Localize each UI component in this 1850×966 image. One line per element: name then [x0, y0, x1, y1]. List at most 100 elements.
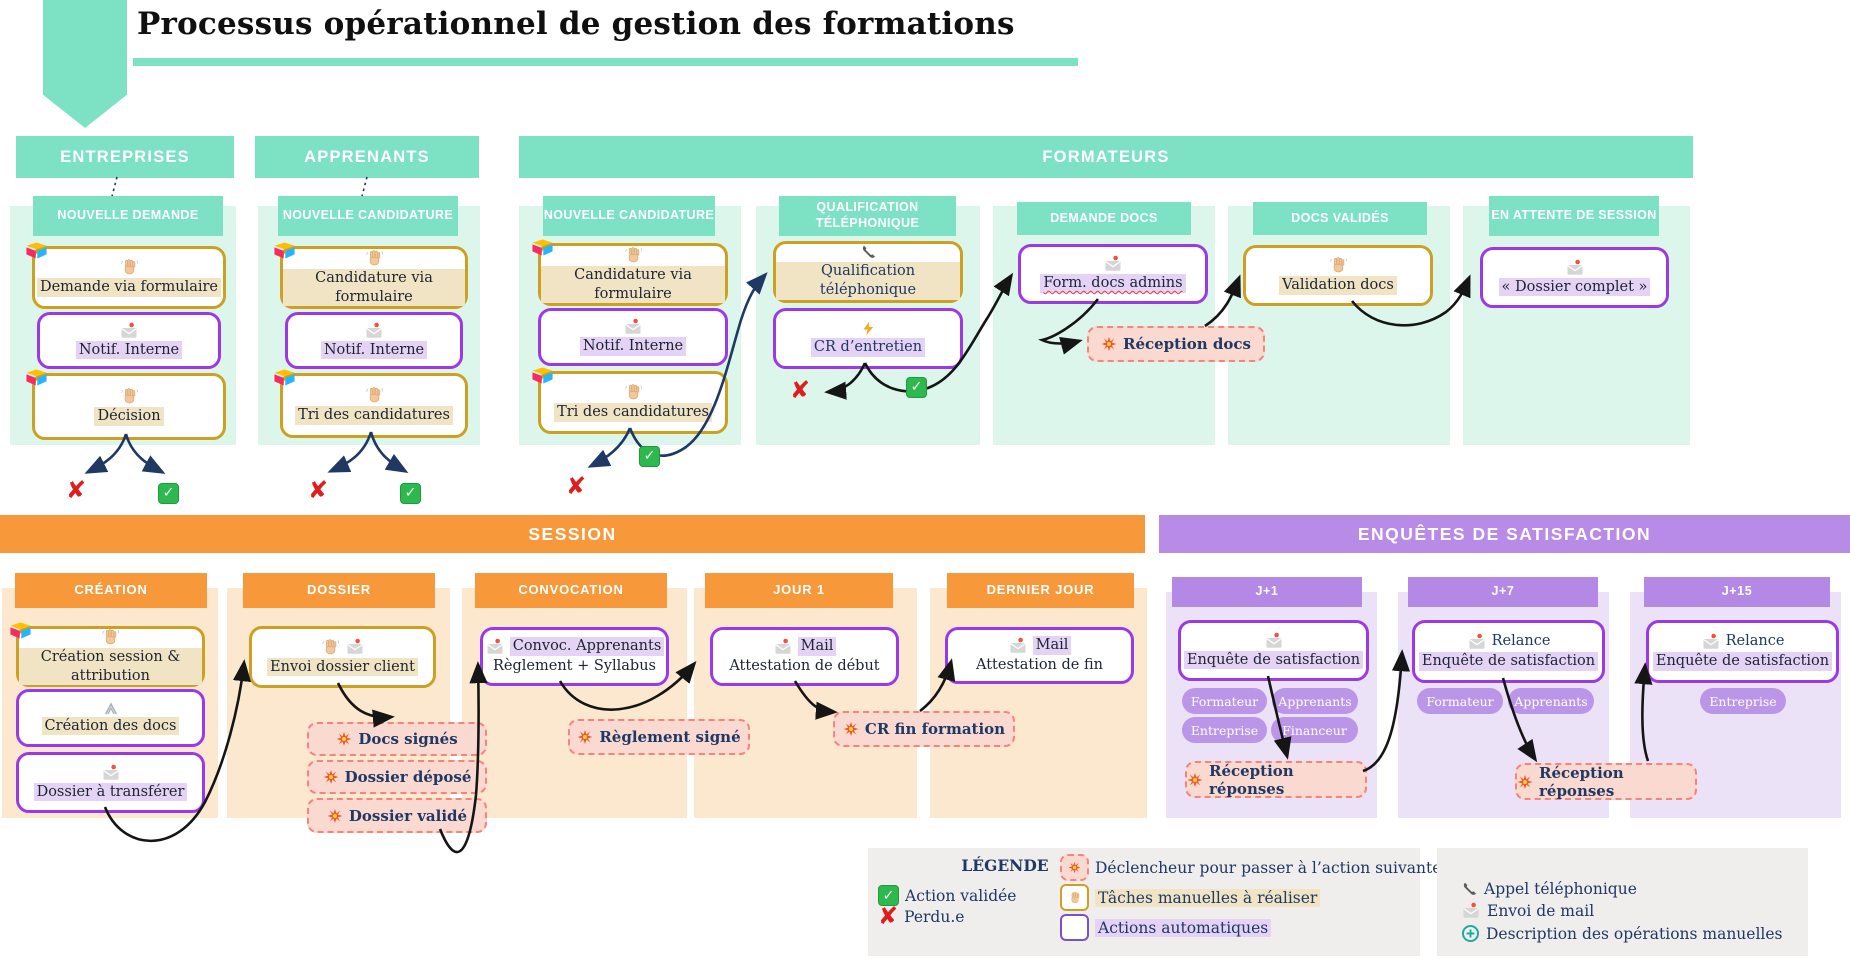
- flow-box-line: Enquête de satisfaction: [1183, 650, 1364, 670]
- mail-icon: [773, 638, 793, 656]
- bolt-icon: [861, 320, 876, 337]
- page-title: Processus opérationnel de gestion des fo…: [137, 6, 1015, 42]
- legend-item-phone: Appel téléphonique: [1461, 880, 1637, 898]
- column-header: DEMANDE DOCS: [1017, 202, 1191, 235]
- plus-circle-icon: [1461, 924, 1480, 943]
- flow-box-line: Relance: [1467, 632, 1550, 651]
- airtable-icon: [6, 621, 35, 644]
- flow-box-label: Enquête de satisfaction: [1418, 652, 1599, 671]
- flow-box-icons: [365, 386, 384, 405]
- flow-box: Tri des candidatures: [532, 367, 728, 434]
- flow-box-line: « Dossier complet »: [1498, 277, 1651, 297]
- flow-box-label: Règlement + Syllabus: [493, 658, 656, 674]
- flow-box-icons: [321, 638, 365, 657]
- title-underline: [133, 58, 1078, 66]
- flow-box: Tri des candidatures: [274, 369, 468, 438]
- column-header: JOUR 1: [705, 573, 893, 608]
- hand-icon: [120, 387, 139, 406]
- flow-box-label: Attestation de début: [729, 658, 880, 674]
- flow-box-label: CR d’entretien: [810, 338, 926, 357]
- legend-auto-label: Actions automatiques: [1095, 918, 1272, 937]
- legend-trigger-label: Déclencheur pour passer à l’action suiva…: [1095, 858, 1442, 877]
- mail-icon: [119, 322, 139, 340]
- pill-financeur: Financeur: [1271, 717, 1358, 743]
- flow-box-icons: [1565, 259, 1585, 277]
- column-panel: [930, 588, 1147, 818]
- flow-box-label: Attestation de fin: [976, 657, 1103, 673]
- flow-box-line: Qualification téléphonique: [776, 262, 960, 300]
- column-panel: [1463, 206, 1690, 445]
- column-header: DERNIER JOUR: [947, 573, 1134, 608]
- cross-icon: ✘: [566, 472, 587, 500]
- airtable-icon: [528, 366, 557, 389]
- column-header: J+1: [1172, 577, 1362, 607]
- pill-entreprise: Entreprise: [1182, 717, 1267, 743]
- flow-box: Création session & attribution: [10, 622, 205, 687]
- flow-box-icons: [101, 628, 120, 647]
- flow-box-icons: [364, 322, 384, 340]
- flow-box-label: Qualification téléphonique: [776, 262, 960, 300]
- airtable-icon: [22, 368, 51, 391]
- flow-box-label: Relance: [1725, 633, 1785, 650]
- trigger-label: Réception réponses: [1539, 763, 1624, 800]
- flow-box-line: Attestation de fin: [976, 656, 1103, 675]
- column-header: J+15: [1644, 577, 1830, 607]
- flow-box-line: Relance: [1701, 632, 1785, 651]
- legend-panel-left: LÉGENDE ✓ Action validée ✘ Perdu.e Décle…: [868, 848, 1441, 956]
- column-header: NOUVELLE CANDIDATURE: [278, 196, 458, 236]
- flow-box-line: Demande via formulaire: [36, 278, 222, 297]
- flow-box-icons: [1329, 256, 1348, 275]
- column-header: CONVOCATION: [475, 573, 667, 608]
- legend-phone-label: Appel téléphonique: [1484, 880, 1637, 898]
- legend-item-plus: Description des opérations manuelles: [1461, 924, 1783, 943]
- flow-box-label: Candidature via formulaire: [541, 265, 725, 304]
- cross-icon: ✘: [878, 902, 899, 930]
- column-header: J+7: [1408, 577, 1598, 607]
- flow-box-line: Décision: [94, 407, 164, 426]
- flow-box: Enquête de satisfaction: [1178, 620, 1369, 681]
- mail-icon: [364, 322, 384, 340]
- flow-box-line: Attestation de début: [729, 657, 879, 676]
- flow-box: Notif. Interne: [538, 308, 728, 366]
- flow-box-icons: [624, 383, 643, 402]
- flow-box-line: Convoc. Apprenants: [485, 637, 665, 656]
- column-header: EN ATTENTE DE SESSION: [1489, 196, 1659, 236]
- flow-box: Dossier à transférer: [16, 752, 205, 813]
- flow-box-line: CR d’entretien: [810, 338, 926, 357]
- flow-box-label: Demande via formulaire: [36, 278, 222, 297]
- trigger-box: Dossier déposé: [307, 760, 487, 794]
- flow-box-label: Notif. Interne: [75, 340, 183, 360]
- band-session: SESSION: [0, 515, 1145, 553]
- mail-icon: [1264, 632, 1284, 650]
- mail-icon: [1103, 255, 1123, 273]
- legend-item-trigger: Déclencheur pour passer à l’action suiva…: [1060, 854, 1441, 881]
- flow-box-icons: [623, 318, 643, 336]
- flow-box-label: Mail: [797, 637, 837, 656]
- flow-box: Validation docs: [1243, 245, 1433, 306]
- legend-title: LÉGENDE: [961, 856, 1049, 875]
- flow-box-label: Form. docs admins: [1040, 274, 1186, 293]
- flow-box: Décision: [26, 369, 226, 440]
- mail-icon: [1008, 637, 1028, 655]
- check-icon: ✓: [906, 376, 927, 398]
- column-panel: [694, 588, 917, 818]
- flow-box-line: Candidature via formulaire: [541, 265, 725, 304]
- flow-box-label: Dossier à transférer: [33, 782, 188, 802]
- trigger-box: Dossier validé: [307, 798, 487, 833]
- column-panel: [462, 588, 687, 818]
- flow-box-icons: [101, 764, 121, 782]
- column-header: DOCS VALIDÉS: [1253, 202, 1427, 235]
- flow-box: « Dossier complet »: [1480, 247, 1669, 308]
- airtable-icon: [528, 238, 557, 261]
- pill-formateur: Formateur: [1417, 688, 1503, 714]
- flow-box-icons: [101, 701, 121, 716]
- flow-box-label: Tri des candidatures: [295, 406, 453, 425]
- flow-box-icons: [1103, 255, 1123, 273]
- flow-box: Qualification téléphonique: [773, 241, 963, 303]
- flow-box-label: Enquête de satisfaction: [1652, 652, 1833, 671]
- mail-icon: [1565, 259, 1585, 277]
- flow-box-line: Dossier à transférer: [33, 782, 188, 802]
- cross-icon: ✘: [66, 476, 87, 504]
- flow-box-icons: [1264, 632, 1284, 650]
